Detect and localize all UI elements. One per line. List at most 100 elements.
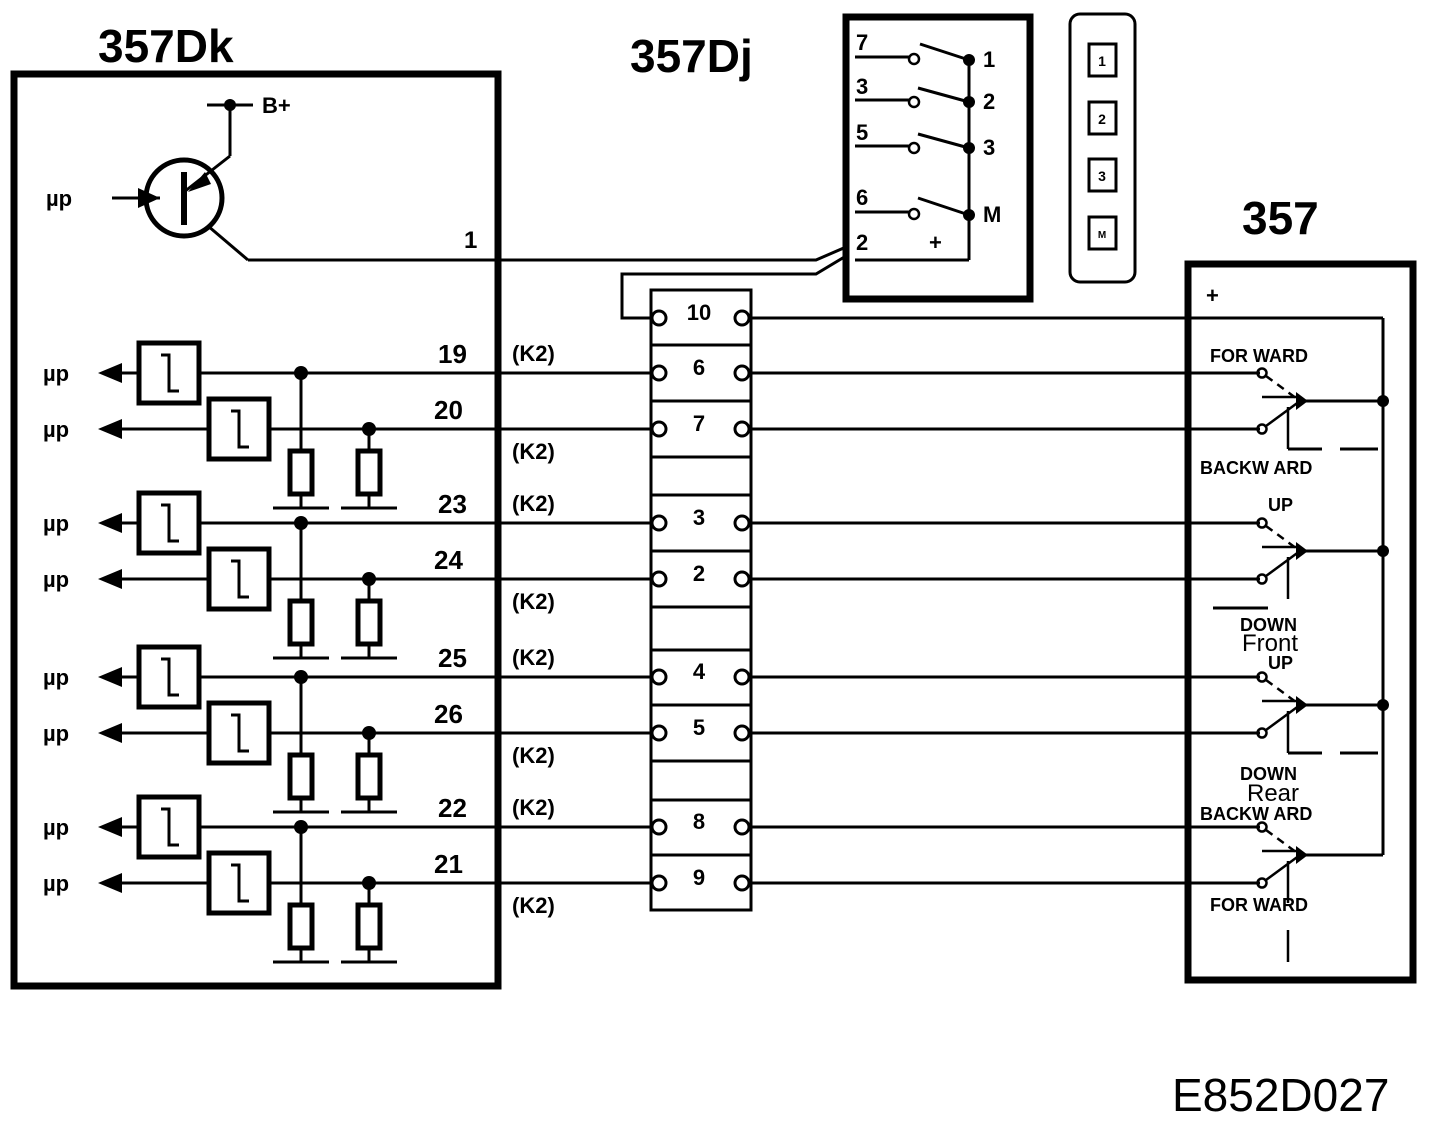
connector-pin-number: 3 bbox=[693, 505, 705, 530]
step-icon bbox=[161, 807, 179, 847]
connector-pin-number: 9 bbox=[693, 865, 705, 890]
module-357-box bbox=[1184, 260, 1417, 984]
pin-left-terminal bbox=[650, 874, 668, 892]
arrow-icon bbox=[98, 419, 122, 439]
m357-bus bbox=[1377, 318, 1389, 855]
label-up-1: UP bbox=[1268, 495, 1293, 515]
arrow-icon bbox=[98, 723, 122, 743]
keypad-panel bbox=[1068, 12, 1137, 284]
label-front: Front bbox=[1242, 630, 1298, 657]
keypad-button-2[interactable]: 2 bbox=[1087, 100, 1118, 136]
label-forward-2: FOR WARD bbox=[1210, 895, 1308, 915]
module-357dj-box bbox=[842, 13, 1034, 303]
resistor-icon bbox=[355, 448, 383, 497]
dk-pin-label: 26 bbox=[434, 699, 463, 729]
arrow-icon bbox=[98, 513, 122, 533]
pin-right-terminal bbox=[733, 420, 751, 438]
dj-right-1: 1 bbox=[983, 47, 995, 72]
dk-pin-label: 22 bbox=[438, 793, 467, 823]
dj-plus: + bbox=[929, 230, 942, 255]
step-icon bbox=[161, 353, 179, 393]
connector-pin-number: 10 bbox=[687, 300, 711, 325]
connector-pin: 2 bbox=[650, 549, 1260, 609]
dj-right-2: 2 bbox=[983, 89, 995, 114]
k2-label: (K2) bbox=[512, 439, 555, 464]
dk-pin-label: 24 bbox=[434, 545, 463, 575]
dj-right-m: M bbox=[983, 202, 1001, 227]
label-backward-2: BACKW ARD bbox=[1200, 804, 1312, 824]
connector-pin: 6 bbox=[650, 343, 1260, 403]
module-357dk-box bbox=[10, 70, 502, 990]
resistor-icon bbox=[355, 902, 383, 951]
step-icon bbox=[231, 409, 249, 449]
pin-left-terminal bbox=[650, 309, 668, 327]
toggle-switch-icon bbox=[1213, 517, 1383, 610]
pin-right-terminal bbox=[733, 668, 751, 686]
pin-left-terminal bbox=[650, 668, 668, 686]
label-up-2: UP bbox=[1268, 653, 1293, 673]
arrow-icon bbox=[98, 363, 122, 383]
connector-pins: 10 67 3 2 4 5 8 9 bbox=[650, 288, 1383, 912]
keypad-button-m[interactable]: M bbox=[1087, 215, 1118, 251]
dk-pin-label: 19 bbox=[438, 339, 467, 369]
keypad-button-3[interactable]: 3 bbox=[1087, 157, 1118, 193]
mu-label-base: µp bbox=[46, 186, 72, 211]
toggle-switch-icon bbox=[1256, 671, 1383, 755]
resistor-icon bbox=[287, 902, 315, 951]
connector-pin-number: 4 bbox=[693, 659, 706, 684]
mu-label: µp bbox=[43, 721, 69, 746]
resistor-icon bbox=[287, 598, 315, 647]
dk-pin-label: 25 bbox=[438, 643, 467, 673]
keypad-button-1[interactable]: 1 bbox=[1087, 42, 1118, 78]
pin-right-terminal bbox=[733, 364, 751, 382]
dk-input-rows: µp19(K2)µp20(K2)µp23(K2)µp24(K2)µp25(K2)… bbox=[43, 339, 653, 964]
dj-left-2: 2 bbox=[856, 230, 868, 255]
drawing-code: E852D027 bbox=[1172, 1069, 1389, 1121]
resistor-icon bbox=[287, 752, 315, 801]
connector-pin: 7 bbox=[650, 399, 1260, 459]
dj-left-3: 3 bbox=[856, 74, 868, 99]
pin-right-terminal bbox=[733, 874, 751, 892]
step-icon bbox=[231, 559, 249, 599]
svg-text:M: M bbox=[1098, 230, 1106, 241]
dk-row: µp 19 (K2) bbox=[43, 339, 653, 510]
mu-label: µp bbox=[43, 567, 69, 592]
dk-pin-label: 23 bbox=[438, 489, 467, 519]
connector-pin-number: 2 bbox=[693, 561, 705, 586]
mu-label: µp bbox=[43, 665, 69, 690]
pin-left-terminal bbox=[650, 570, 668, 588]
dj-right-3: 3 bbox=[983, 135, 995, 160]
step-icon bbox=[161, 503, 179, 543]
dj-left-5: 5 bbox=[856, 120, 868, 145]
k2-label: (K2) bbox=[512, 589, 555, 614]
pin-right-terminal bbox=[733, 514, 751, 532]
connector-pin-number: 5 bbox=[693, 715, 705, 740]
module-357-title: 357 bbox=[1242, 192, 1319, 244]
dk-row: µp 23 (K2) bbox=[43, 489, 653, 660]
label-rear: Rear bbox=[1247, 780, 1299, 807]
dk-row: µp 24 (K2) bbox=[43, 545, 653, 660]
mu-label: µp bbox=[43, 815, 69, 840]
arrow-icon bbox=[98, 667, 122, 687]
resistor-icon bbox=[355, 752, 383, 801]
mu-label: µp bbox=[43, 871, 69, 896]
m357-switches bbox=[1213, 367, 1383, 962]
dj-left-7: 7 bbox=[856, 30, 868, 55]
label-down-2: DOWN bbox=[1240, 764, 1297, 784]
connector-pin: 8 bbox=[650, 798, 1260, 857]
label-down-1: DOWN bbox=[1240, 615, 1297, 635]
step-icon bbox=[231, 863, 249, 903]
dk-pin-label: 21 bbox=[434, 849, 463, 879]
pin-right-terminal bbox=[733, 570, 751, 588]
connector-pin: 5 bbox=[650, 703, 1260, 763]
mu-label: µp bbox=[43, 417, 69, 442]
svg-text:3: 3 bbox=[1098, 168, 1106, 184]
connector-pin: 9 bbox=[650, 853, 1260, 912]
arrow-icon bbox=[98, 873, 122, 893]
mu-label: µp bbox=[43, 361, 69, 386]
mu-label: µp bbox=[43, 511, 69, 536]
transistor-symbol bbox=[112, 99, 498, 262]
k2-label: (K2) bbox=[512, 341, 555, 366]
